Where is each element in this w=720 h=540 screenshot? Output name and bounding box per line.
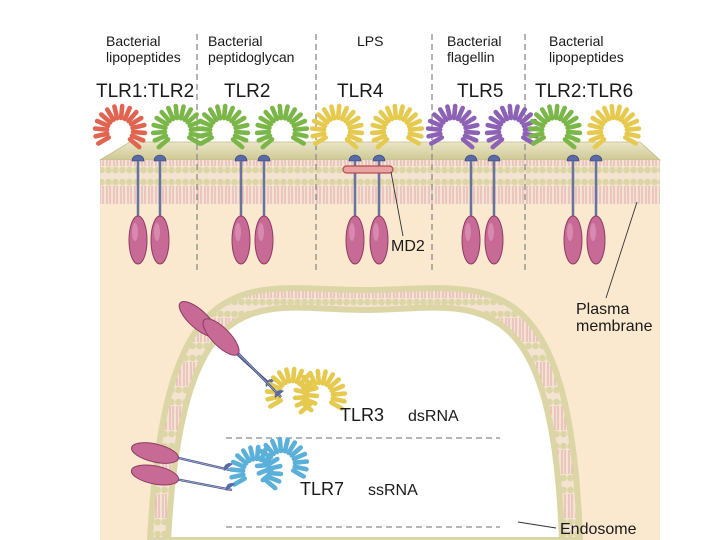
- receptor-3-chain-1-ectodomain: [309, 103, 365, 150]
- tlr3-chain-2-tir-domain: [202, 318, 240, 356]
- plasma-membrane-label-line2: membrane: [576, 318, 653, 335]
- receptor-4-chain-1-tir-domain: [461, 215, 481, 265]
- receptor-3-chain-1: [309, 103, 365, 265]
- receptor-4-chain-2-tir-domain: [484, 215, 504, 265]
- tlr7-chain-2-ectodomain: [254, 436, 310, 483]
- receptor-label-5: TLR2:TLR6: [535, 81, 633, 102]
- tlr7-chain-2-anchor: [225, 482, 235, 491]
- ligand-5-line1: Bacterial: [549, 33, 603, 49]
- receptor-1-chain-2-tir-domain: [150, 215, 170, 265]
- receptor-3-chain-2: [369, 103, 425, 265]
- receptor-5-chain-1: [527, 103, 583, 265]
- receptor-label-1: TLR1:TLR2: [96, 81, 194, 102]
- receptor-1-chain-2-anchor: [153, 154, 167, 162]
- tlr3-chain-2-ectodomain: [292, 368, 348, 415]
- receptor-3-chain-2-tir-domain: [369, 215, 389, 265]
- receptor-1-chain-1-anchor: [131, 154, 145, 162]
- receptor-2-chain-1: [195, 103, 251, 265]
- tlr7-chain-1-tir-domain: [131, 442, 179, 464]
- receptor-2-chain-2: [254, 103, 310, 265]
- tlr7-ligand-label: ssRNA: [368, 482, 418, 499]
- receptor-3-chain-2-anchor: [372, 154, 386, 162]
- receptor-5-chain-1-tir-domain: [563, 215, 583, 265]
- receptor-group-1: [92, 103, 206, 265]
- receptor-2-chain-1-tir-domain: [231, 215, 251, 265]
- ligand-2-line2: peptidoglycan: [208, 49, 294, 65]
- receptor-1-chain-1-tir-domain: [128, 215, 148, 265]
- endosome-label: Endosome: [560, 521, 637, 538]
- tlr7-label: TLR7: [300, 479, 344, 499]
- receptor-1-chain-1-ectodomain: [92, 103, 148, 150]
- ligand-2-line1: Bacterial: [208, 33, 262, 49]
- receptor-3-chain-1-anchor: [348, 154, 362, 162]
- receptor-1-chain-1: [92, 103, 148, 265]
- tlr7-chain-2: [130, 436, 310, 492]
- ligand-4-line1: Bacterial: [447, 33, 501, 49]
- receptor-4-chain-1-anchor: [464, 154, 478, 162]
- tlr7-chain-1-anchor: [223, 462, 233, 471]
- ligand-3-line1: LPS: [357, 33, 383, 49]
- receptor-group-3: [309, 103, 425, 265]
- receptor-3-chain-1-tir-domain: [345, 215, 365, 265]
- receptor-label-3: TLR4: [337, 81, 384, 102]
- md2-group: MD2: [342, 165, 425, 255]
- receptor-5-chain-1-anchor: [566, 154, 580, 162]
- tlr3-ligand-label: dsRNA: [408, 408, 459, 425]
- md2-label: MD2: [391, 238, 425, 255]
- receptor-2-chain-1-anchor: [234, 154, 248, 162]
- ligand-1-line1: Bacterial: [106, 33, 160, 49]
- ligand-1-line2: lipopeptides: [106, 49, 181, 65]
- receptor-2-chain-2-anchor: [257, 154, 271, 162]
- receptor-5-chain-2-tir-domain: [586, 215, 606, 265]
- receptor-4-chain-1-ectodomain: [425, 103, 481, 150]
- receptor-group-2: [195, 103, 310, 265]
- receptor-2-chain-1-ectodomain: [195, 103, 251, 150]
- receptor-3-chain-2-ectodomain: [369, 103, 425, 150]
- plasma-membrane-callout: Plasma membrane: [576, 201, 653, 335]
- tlr3-label: TLR3: [340, 405, 384, 425]
- ligand-4-line2: flagellin: [447, 49, 494, 65]
- receptor-group-5: [527, 103, 642, 265]
- receptor-label-2: TLR2: [224, 81, 270, 102]
- receptor-5-chain-1-ectodomain: [527, 103, 583, 150]
- tlr3-chain-2-anchor: [274, 389, 284, 398]
- receptor-5-chain-2-ectodomain: [586, 103, 642, 150]
- endosomal-labels: TLR3 dsRNA TLR7 ssRNA: [300, 405, 459, 499]
- receptor-1-chain-2-ectodomain: [150, 103, 206, 150]
- receptor-label-4: TLR5: [457, 81, 503, 102]
- endosome-callout: Endosome: [517, 521, 637, 538]
- plasma-membrane-label-line1: Plasma: [576, 301, 629, 318]
- receptor-2-chain-2-tir-domain: [254, 215, 274, 265]
- tlr3-chain-2: [202, 318, 348, 415]
- ligand-5-line2: lipopeptides: [549, 49, 624, 65]
- md2-protein: [342, 165, 394, 174]
- receptor-5-chain-2-anchor: [589, 154, 603, 162]
- receptor-4-chain-2-anchor: [487, 154, 501, 162]
- tlr7-chain-2-tir-domain: [130, 464, 180, 486]
- receptor-1-chain-2: [150, 103, 206, 265]
- receptor-4-chain-1: [425, 103, 481, 265]
- receptor-5-chain-2: [586, 103, 642, 265]
- receptor-2-chain-2-ectodomain: [254, 103, 310, 150]
